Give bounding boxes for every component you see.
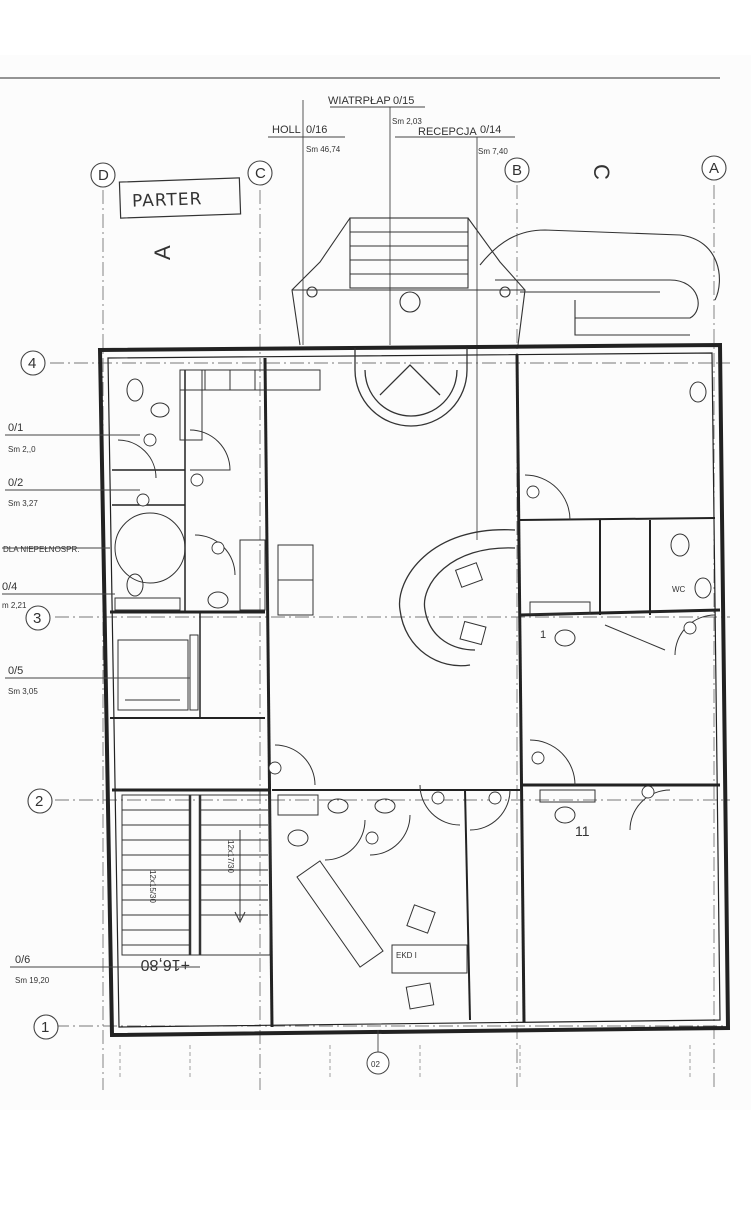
title-label: PARTER: [132, 189, 203, 211]
top-leaders: [268, 100, 515, 540]
stair-label-left: 12x15/30: [148, 870, 157, 903]
ekd-label: EKD I: [396, 951, 417, 960]
room-code-0-15: 0/15: [393, 95, 414, 107]
room-11-label: 11: [575, 823, 590, 839]
room-name-0-16: HOLL: [272, 124, 301, 136]
wc-label: WC: [672, 585, 686, 594]
axis-marker-1: [33, 1014, 59, 1040]
room-area-0-2: Sm 3,27: [8, 499, 38, 508]
reception-desk: [398, 529, 516, 667]
building-walls: [97, 342, 731, 1038]
axis-marker-4: [20, 350, 46, 376]
room-code-0-2: 0/2: [8, 477, 23, 489]
bottom-marker: [366, 1051, 390, 1075]
axis-label-d: D: [98, 167, 109, 184]
room-area-0-15: Sm 2,03: [392, 117, 422, 126]
elevator: [117, 634, 199, 711]
room-area-0-1: Sm 2,,0: [8, 445, 36, 454]
right-wing: [524, 381, 716, 831]
axis-marker-a: [701, 155, 727, 181]
axis-label-1: 1: [41, 1019, 49, 1036]
axis-label-3: 3: [33, 610, 41, 627]
room-area-0-16: Sm 46,74: [306, 145, 341, 154]
room-code-0-5: 0/5: [8, 665, 23, 677]
axis-markers: [20, 155, 727, 1040]
paper: [0, 55, 751, 1110]
room-name-0-15: WIATRPŁAP: [328, 95, 391, 107]
axis-label-2: 2: [35, 793, 43, 810]
axis-marker-2: [27, 788, 53, 814]
axis-label-c: C: [255, 165, 266, 182]
room-name-accessible: DLA NIEPEŁNOSPR.: [3, 545, 79, 554]
axis-label-a: A: [709, 160, 719, 177]
door-tags: [136, 433, 697, 845]
axis-marker-b: [504, 157, 530, 183]
room-area-0-4: m 2,21: [2, 601, 27, 610]
zone-letter-a: A: [150, 245, 175, 260]
room-code-0-6: 0/6: [15, 954, 30, 966]
grid-axes: [50, 185, 730, 1090]
room-area-0-14: Sm 7,40: [478, 147, 508, 156]
lower-office: [274, 744, 511, 1010]
room-area-0-5: Sm 3,05: [8, 687, 38, 696]
axis-marker-c: [247, 160, 273, 186]
stair-label-right: 12x17/30: [226, 840, 235, 873]
room-code-0-14: 0/14: [480, 124, 501, 136]
zone-letter-c: C: [589, 164, 614, 180]
bottom-marker-label: 02: [371, 1060, 380, 1069]
room-code-0-1: 0/1: [8, 422, 23, 434]
left-leaders: [2, 434, 200, 968]
access-ramp: [479, 229, 720, 336]
axis-label-4: 4: [28, 355, 36, 372]
bottom-ticks: [119, 1045, 691, 1080]
reception-chairs: [454, 562, 487, 646]
marker-one: 1: [540, 629, 546, 641]
axis-label-b: B: [512, 162, 522, 179]
entrance-stairs: [291, 217, 526, 346]
elevation-label: +16,80: [141, 956, 190, 973]
room-name-0-14: RECEPCJA: [418, 126, 477, 138]
room-code-0-16: 0/16: [306, 124, 327, 136]
room-code-0-4: 0/4: [2, 581, 17, 593]
room-area-0-6: Sm 19,20: [15, 976, 50, 985]
vestibule: [354, 348, 468, 427]
axis-marker-d: [90, 162, 116, 188]
title-box: [118, 177, 242, 219]
axis-marker-3: [25, 605, 51, 631]
main-staircase: [121, 794, 271, 956]
